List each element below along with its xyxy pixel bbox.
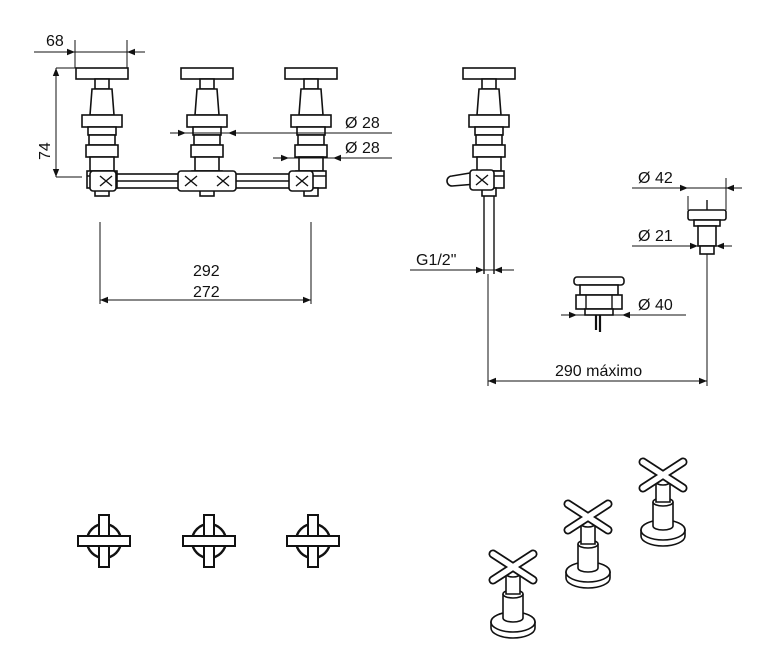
handle-top-right: [285, 513, 341, 569]
handle-top-left: [76, 513, 132, 569]
front-view: [75, 67, 338, 197]
side-connector: [446, 171, 477, 187]
dim-68: 68: [34, 33, 145, 68]
dim-74-label: 74: [37, 142, 54, 160]
persp-tap-front: [491, 554, 535, 638]
pipe-couplings: [89, 170, 314, 192]
persp-tap-back: [641, 462, 685, 546]
dia-symbol-5: Ø: [638, 297, 650, 314]
dim-dia-42: Ø 42: [632, 170, 742, 210]
side-view: [446, 67, 516, 274]
top-view: [76, 513, 341, 569]
dim-42-label: 42: [655, 170, 673, 187]
dim-272-label: 272: [193, 284, 220, 301]
dim-dia-28-upper: Ø 28: [170, 115, 392, 137]
handle-top-middle: [181, 513, 237, 569]
perspective-view: [491, 462, 685, 638]
small-fitting: [687, 200, 727, 255]
dim-dia-40: Ø 40: [561, 297, 686, 319]
drain-fitting: [573, 276, 625, 332]
dim-thread: G1/2": [410, 252, 514, 274]
dim-290-max: 290 máximo: [487, 254, 708, 386]
dia-symbol-4: Ø: [638, 228, 650, 245]
dim-68-label: 68: [46, 33, 64, 50]
dim-292-label: 292: [193, 263, 220, 280]
dim-74: 74: [37, 67, 82, 178]
dia-symbol-3: Ø: [638, 170, 650, 187]
dim-thread-label: G1/2": [416, 252, 456, 269]
dim-292-272: 292 272: [99, 222, 312, 304]
dim-28-lower-label: 28: [362, 140, 380, 157]
dim-40-label: 40: [655, 297, 673, 314]
dim-28-upper-label: 28: [362, 115, 380, 132]
dia-symbol-1: Ø: [345, 115, 357, 132]
dia-symbol-2: Ø: [345, 140, 357, 157]
dim-dia-28-lower: Ø 28: [273, 140, 392, 162]
dim-dia-21: Ø 21: [632, 228, 732, 250]
dim-21-label: 21: [655, 228, 673, 245]
persp-tap-middle: [566, 504, 610, 588]
dim-290-label: 290 máximo: [555, 363, 642, 380]
